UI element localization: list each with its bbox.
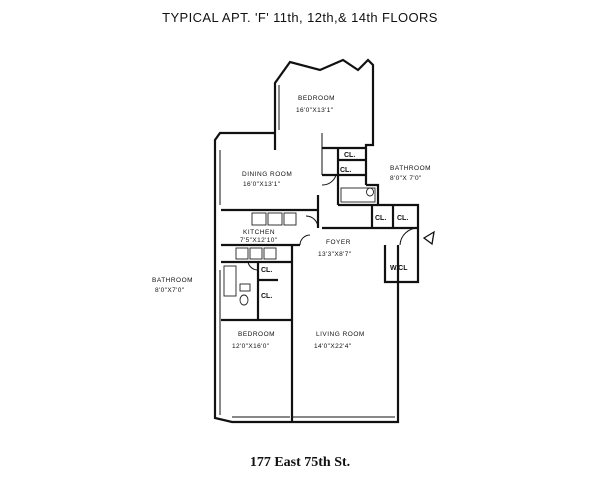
kitchen-fixtures: [235, 212, 297, 260]
bathroom-left-name: BATHROOM: [152, 277, 193, 284]
bedroom-top-name: BEDROOM: [298, 95, 335, 102]
closet-label: CL.: [375, 215, 386, 222]
interior-walls: [221, 133, 418, 422]
closet-label: CL.: [344, 152, 355, 159]
windows: [219, 85, 395, 418]
foyer-dims: 13'3"X8'7": [318, 251, 352, 258]
bedroom-bottom-name: BEDROOM: [238, 331, 275, 338]
plan-title: TYPICAL APT. 'F' 11th, 12th,& 14th FLOOR…: [162, 10, 438, 25]
living-room-dims: 14'0"X22'4": [314, 343, 352, 350]
bathroom-left-dims: 8'0"X7'0": [155, 287, 185, 294]
bedroom-top-dims: 16'0"X13'1": [296, 107, 334, 114]
bathroom-right-dims: 8'0"X 7'0": [390, 175, 422, 182]
bedroom-bottom-dims: 12'0"X16'0": [232, 343, 270, 350]
doors: [247, 174, 419, 271]
living-room-name: LIVING ROOM: [316, 331, 365, 338]
closet-label: CL.: [397, 215, 408, 222]
walk-in-closet-label: W.CL: [390, 265, 408, 272]
kitchen-name: KITCHEN: [243, 229, 275, 236]
dining-room-name: DINING ROOM: [242, 171, 292, 178]
bathroom-right-name: BATHROOM: [390, 165, 431, 172]
dining-room-dims: 16'0"X13'1": [243, 181, 281, 188]
building-address: 177 East 75th St.: [249, 455, 351, 470]
bathroom-fixtures: [223, 187, 376, 306]
kitchen-dims: 7'5"X12'10": [240, 237, 278, 244]
outer-walls: [213, 58, 420, 424]
closet-label: CL.: [261, 293, 272, 300]
foyer-name: FOYER: [326, 239, 351, 246]
closet-label: CL.: [261, 267, 272, 274]
entry-arrow-icon: [422, 230, 435, 246]
closet-label: CL.: [340, 167, 351, 174]
